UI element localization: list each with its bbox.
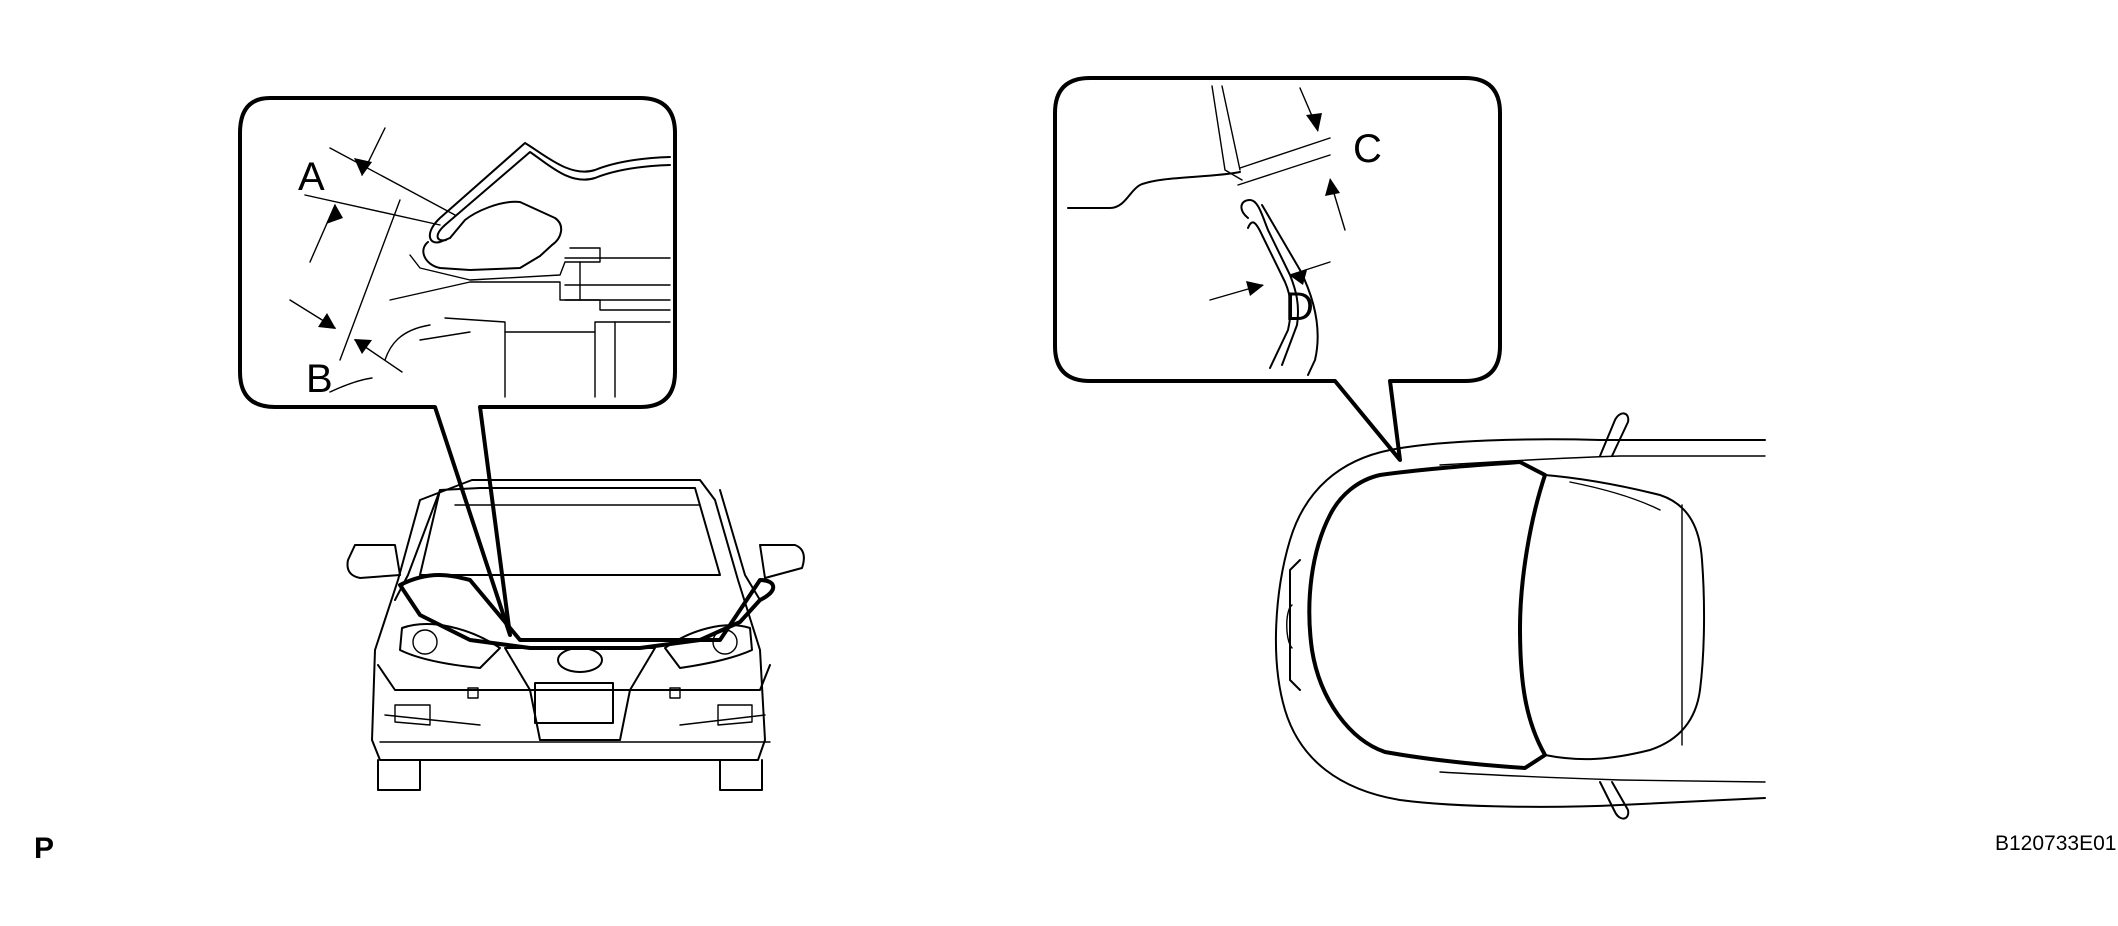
car-top-windshield — [1544, 474, 1706, 761]
dim-b-arrow-head-1 — [318, 313, 336, 329]
car-top-body-outline — [1274, 438, 1766, 808]
radiator-support — [389, 281, 671, 311]
grille-upper — [564, 257, 671, 301]
dim-a-arrow-head-top — [354, 158, 372, 176]
car-top-beltline-upper — [1439, 455, 1766, 466]
car-top-front-bumper — [1289, 559, 1301, 691]
fender-panel — [409, 247, 601, 281]
car-top-mirror-upper — [1599, 412, 1630, 457]
emblem — [557, 647, 603, 673]
hood-outline — [398, 573, 776, 650]
headlamp-edge — [384, 324, 471, 361]
mirror-left — [346, 544, 401, 579]
corner-mark: P — [34, 832, 54, 865]
dim-a-arrow-head-bottom — [326, 204, 343, 224]
dim-c-guide-upper — [1239, 137, 1331, 169]
hood-edge-inner — [1247, 221, 1292, 369]
fender-edge-line — [339, 199, 401, 361]
dim-c-guide-lower — [1237, 154, 1331, 186]
label-d: D — [1285, 285, 1314, 329]
body-line-vertical-1 — [1211, 85, 1243, 181]
dim-d-arrow-line-right — [1289, 261, 1331, 276]
a-pillar-left — [394, 489, 441, 601]
dim-d-arrow-head-right — [1289, 270, 1307, 285]
mirror-right — [759, 544, 805, 579]
hood-panel-outer — [428, 142, 671, 244]
tire-right — [719, 759, 763, 791]
headlamp-right — [664, 624, 753, 669]
front-bumper — [377, 664, 771, 741]
label-b: B — [306, 357, 333, 401]
car-top-windshield-inner — [1569, 481, 1661, 511]
fog-lamp-right — [717, 704, 753, 726]
fog-lamp-left — [394, 704, 431, 726]
car-front-view — [346, 479, 805, 791]
dim-a-line-1 — [304, 194, 441, 226]
car-top-hood — [1307, 460, 1547, 770]
sensor-left — [467, 687, 479, 699]
bumper-lower-lines — [504, 321, 616, 398]
label-a: A — [298, 155, 325, 199]
dim-c-arrow-head-bottom — [1325, 178, 1340, 196]
tire-left — [377, 759, 421, 791]
sensor-right — [669, 687, 681, 699]
dim-d-arrow-head-left — [1246, 281, 1264, 296]
dim-b-arrow-head-2 — [354, 339, 372, 354]
hood-panel-inner — [436, 151, 671, 242]
figure-code: B120733E01 — [1995, 832, 2116, 855]
dim-c-arrow-head-top — [1306, 113, 1322, 132]
body-line-vertical-2 — [1221, 85, 1241, 171]
fender-line — [1067, 171, 1241, 209]
dim-a-line-2 — [329, 147, 456, 216]
bumper-lower — [379, 714, 771, 743]
car-top-beltline-lower — [1439, 771, 1766, 783]
hood-inner-reinforcement — [422, 200, 563, 271]
car-body-outline — [371, 479, 766, 761]
callout-top-view: C D — [1053, 76, 1502, 462]
hood-edge-outer — [1240, 199, 1300, 366]
car-top-emblem — [1286, 604, 1293, 649]
dim-b-curve — [329, 377, 373, 393]
callout-bubble-left — [238, 96, 677, 637]
callout-bubble-right — [1053, 76, 1502, 462]
bumper-upper — [444, 317, 671, 333]
car-top-mirror-lower — [1599, 781, 1630, 820]
car-top-view — [1274, 412, 1766, 820]
a-pillar-right — [719, 489, 761, 601]
headlamp-right-lens — [712, 629, 738, 655]
label-c: C — [1353, 127, 1382, 171]
windshield — [419, 487, 721, 576]
license-plate — [534, 682, 614, 724]
headlamp-left-lens — [412, 629, 438, 655]
callout-front-view: A B — [238, 96, 677, 637]
headlamp-left — [399, 623, 501, 669]
